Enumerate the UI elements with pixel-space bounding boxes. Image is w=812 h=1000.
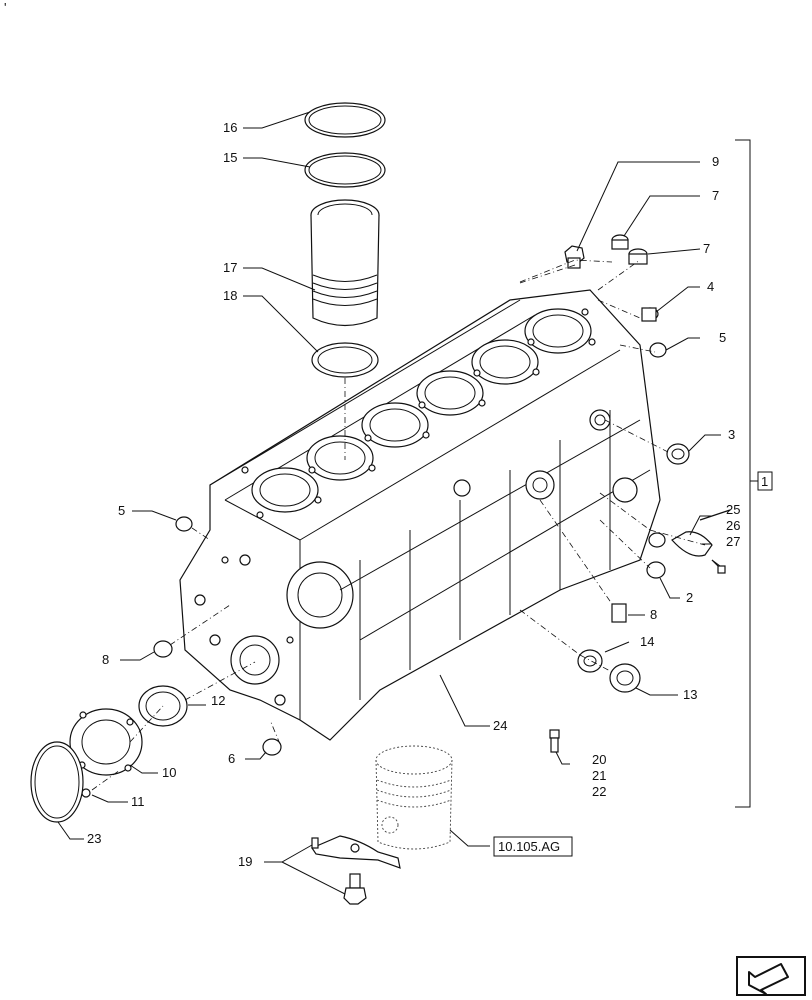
callout-17: 17 (223, 260, 237, 275)
dowel-8-left (153, 640, 173, 658)
callout-27: 27 (726, 534, 740, 549)
callout-12: 12 (211, 693, 225, 708)
callout-8a: 8 (102, 652, 109, 667)
callout-5b: 5 (118, 503, 125, 518)
callout-9: 9 (712, 154, 719, 169)
cylinder-liner-17 (310, 199, 380, 327)
callout-11: 11 (131, 794, 145, 809)
callout-24: 24 (493, 718, 507, 733)
ring-23 (30, 741, 84, 823)
bushing-5-lower (175, 516, 193, 532)
callout-26: 26 (726, 518, 740, 533)
callout-labels: 16 15 17 18 9 7 7 4 5 3 5 25 26 27 2 8 8… (87, 120, 740, 869)
reference-link[interactable]: 10.105.AG (493, 836, 573, 857)
callout-18: 18 (223, 288, 237, 303)
callout-22: 22 (592, 784, 606, 799)
cover-plate-25-26 (648, 509, 731, 557)
plug-9 (564, 245, 585, 269)
dowel-8-right (611, 603, 627, 623)
dowel-6 (262, 738, 282, 756)
seal-2 (646, 561, 666, 579)
bushing-5-upper (649, 342, 667, 358)
bolt-11 (81, 788, 91, 798)
callout-3: 3 (728, 427, 735, 442)
callout-19: 19 (238, 854, 252, 869)
ring-16 (304, 102, 386, 138)
plug-3 (666, 443, 690, 465)
callout-23: 23 (87, 831, 101, 846)
piston-reference (375, 745, 453, 850)
callout-13: 13 (683, 687, 697, 702)
plug-7b (628, 248, 648, 265)
callout-7a: 7 (712, 188, 719, 203)
plug-4 (641, 307, 659, 322)
reference-box[interactable] (493, 836, 573, 857)
leader-lines (57, 111, 758, 895)
cylinder-bores (251, 308, 592, 513)
plug-7a (611, 234, 629, 250)
engine-block (179, 289, 661, 741)
callout-1: 1 (761, 474, 768, 489)
bolt-20-21-22 (549, 729, 560, 753)
callout-4: 4 (707, 279, 714, 294)
callout-5a: 5 (719, 330, 726, 345)
assembly-lines (91, 259, 706, 791)
ring-15 (304, 152, 386, 188)
ring-18 (311, 342, 379, 378)
plug-13 (609, 663, 641, 693)
callout-21: 21 (592, 768, 606, 783)
callout-2: 2 (686, 590, 693, 605)
callout-14: 14 (640, 634, 654, 649)
callout-15: 15 (223, 150, 237, 165)
washer-14 (577, 649, 603, 673)
callout-20: 20 (592, 752, 606, 767)
callout-1-box (757, 471, 773, 491)
callout-7b: 7 (703, 241, 710, 256)
head-bolt-holes (241, 308, 596, 519)
callout-10: 10 (162, 765, 176, 780)
reference-label[interactable]: 10.105.AG (498, 839, 560, 854)
corner-mark: ' (4, 0, 6, 15)
callout-6: 6 (228, 751, 235, 766)
callout-25: 25 (726, 502, 740, 517)
callout-16: 16 (223, 120, 237, 135)
arrow-navigation-icon[interactable] (736, 956, 806, 996)
bracket-19 (311, 835, 401, 905)
callout-8b: 8 (650, 607, 657, 622)
